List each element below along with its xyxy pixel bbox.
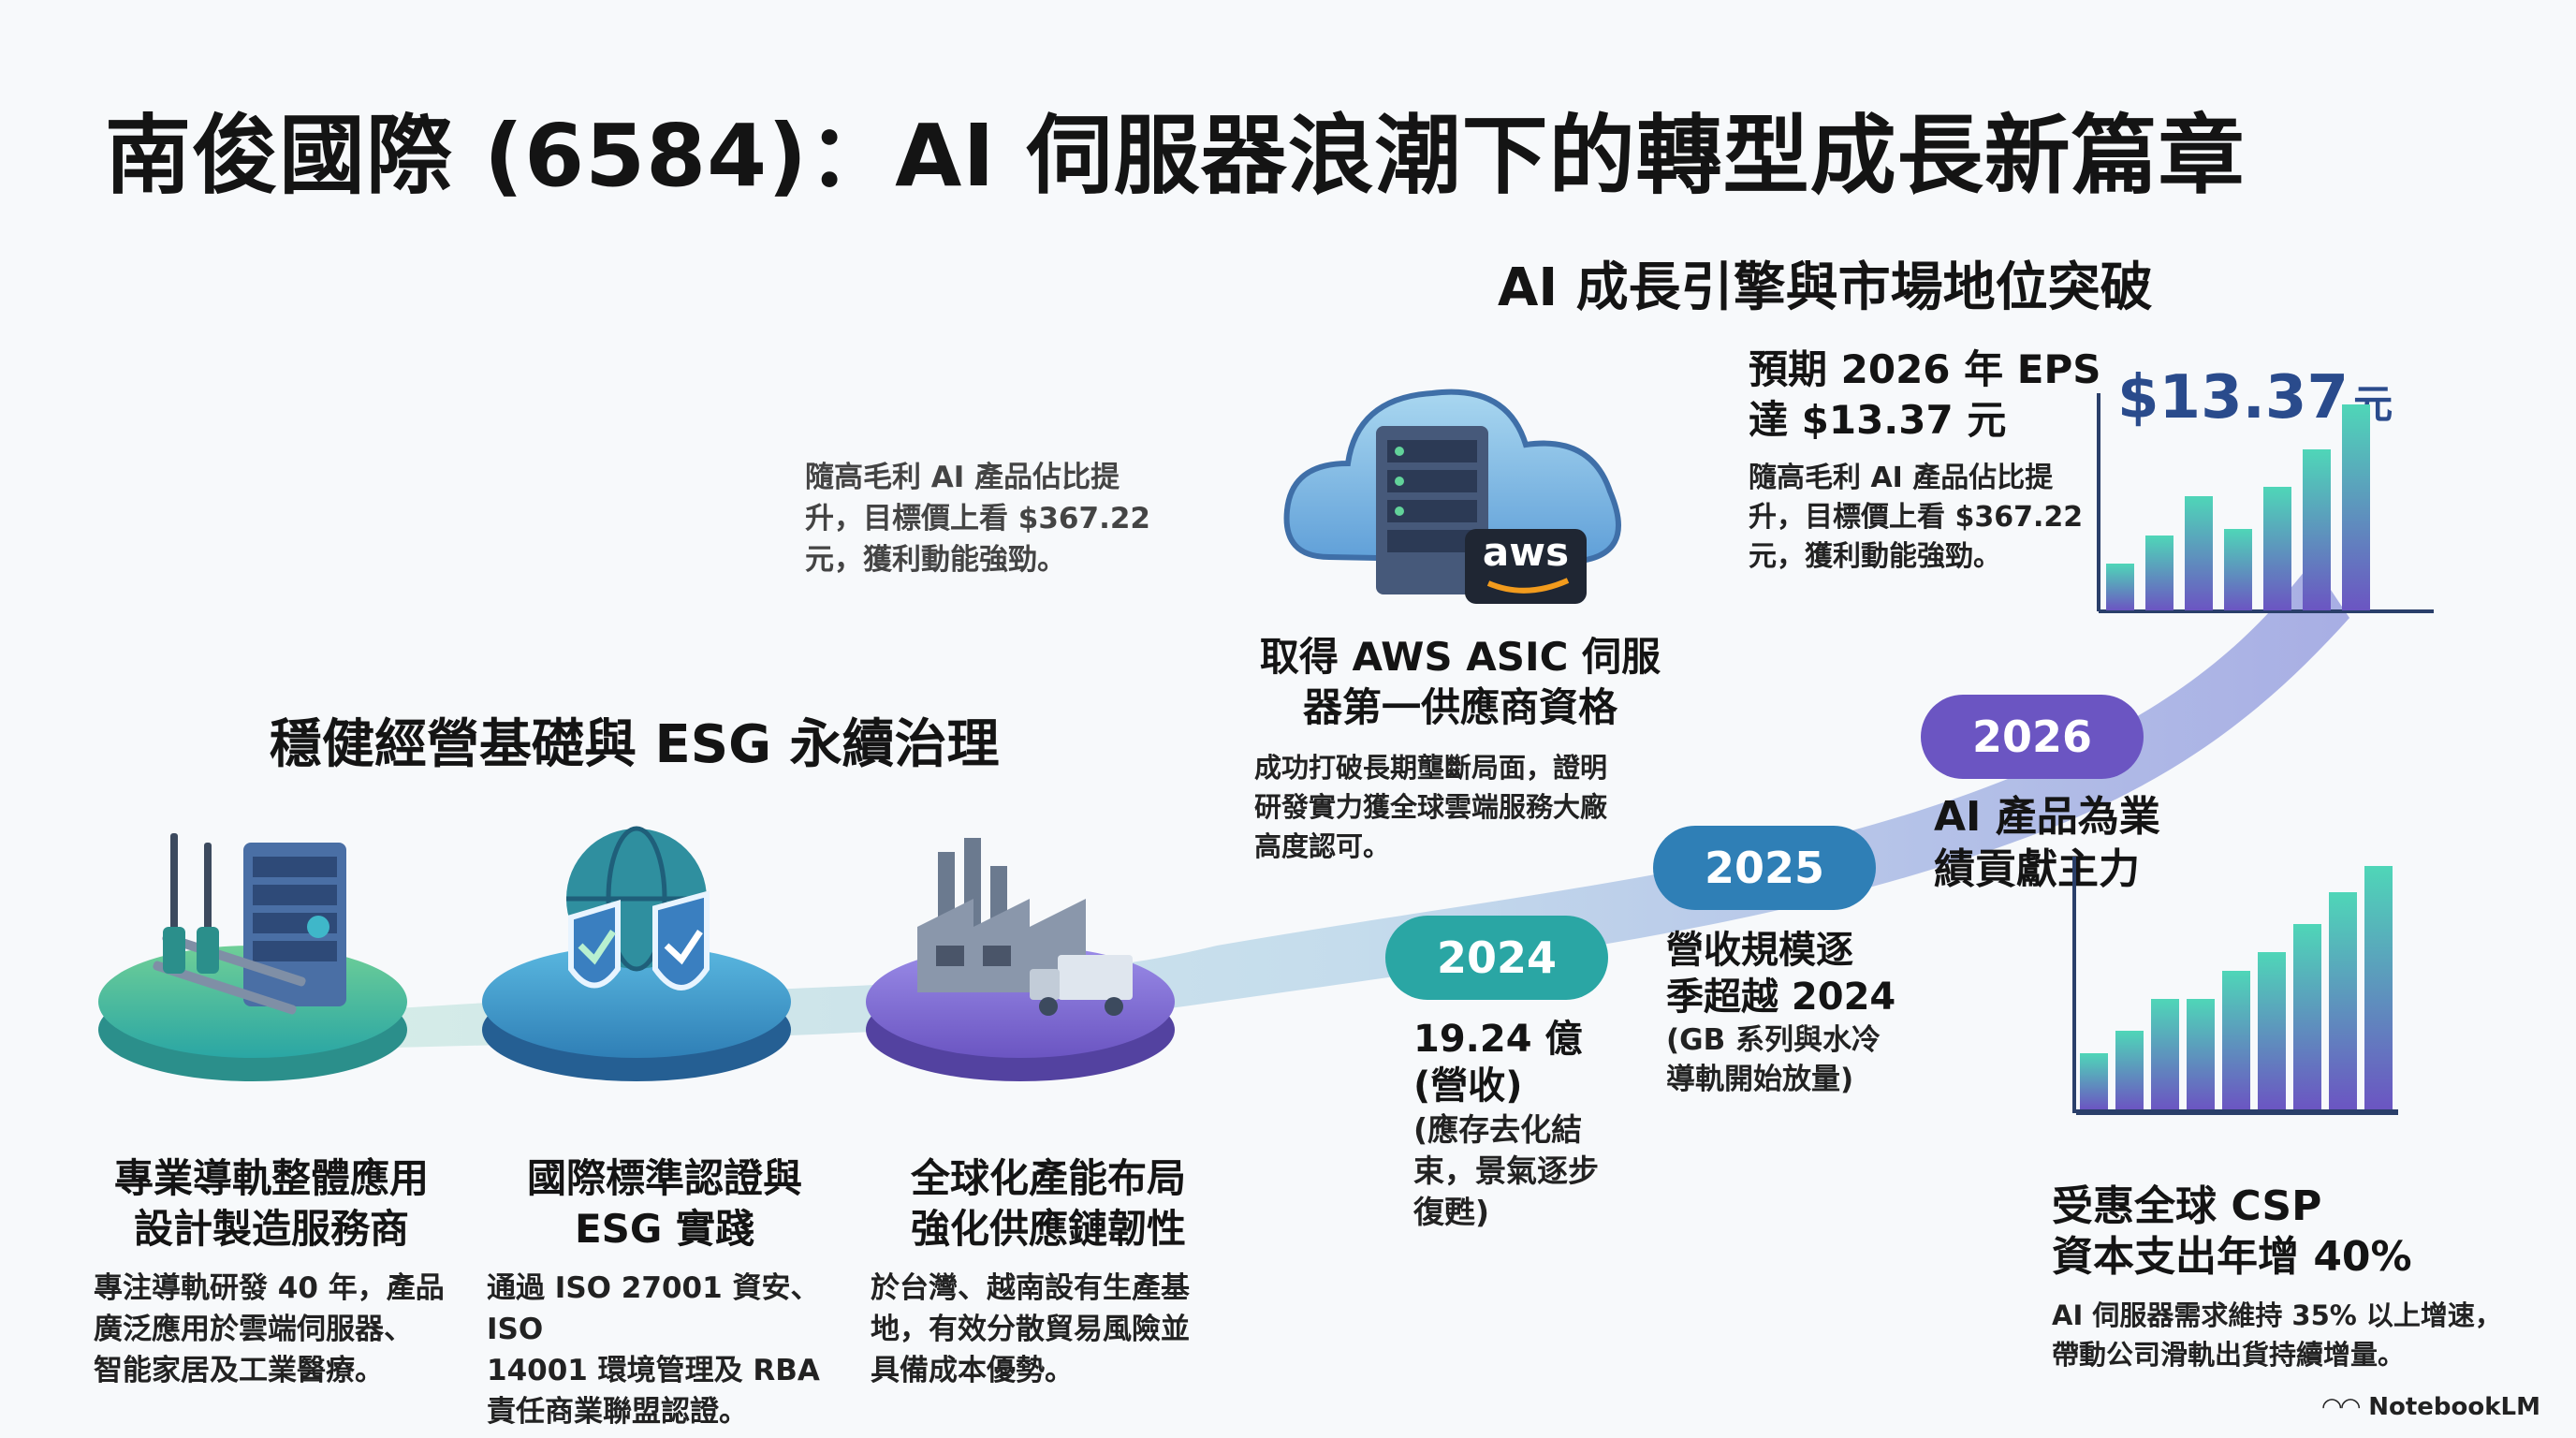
aws-badge: aws: [1482, 529, 1570, 575]
csp-bar: [2151, 999, 2179, 1109]
csp-bar: [2072, 1111, 2078, 1113]
csp-bar: [2072, 857, 2076, 1111]
brand-watermark: ◠◠ NotebookLM: [2322, 1393, 2540, 1421]
year-badge-2026: 2026: [1921, 695, 2144, 779]
eps-bar: [2263, 487, 2291, 610]
year-badge-2024: 2024: [1385, 916, 1608, 1000]
timeline-2026-text: AI 產品為業 績貢獻主力: [1934, 793, 2160, 893]
aws-supplier-block: 取得 AWS ASIC 伺服 器第一供應商資格 成功打破長期壟斷局面，證明 研發…: [1254, 634, 1661, 862]
eps-bar: [2303, 449, 2331, 610]
csp-bar: [2222, 971, 2250, 1109]
csp-capex-block: 受惠全球 CSP 資本支出年增 40% AI 伺服器需求維持 35% 以上增速，…: [2052, 1182, 2502, 1371]
eps-bar-chart: [2097, 393, 2434, 613]
timeline-2024-text: 19.24 億 (營收) (應存去化結 束，景氣逐步 復甦): [1413, 1018, 1599, 1230]
eps-bar: [2145, 536, 2174, 610]
eps-forecast-block: 預期 2026 年 EPS 達 $13.37 元 隨高毛利 AI 產品佔比提 升…: [1749, 346, 2101, 573]
csp-bar: [2364, 866, 2393, 1109]
csp-bar: [2080, 1053, 2108, 1109]
card-rail-service: 專業導軌整體應用 設計製造服務商 專注導軌研發 40 年，產品 廣泛應用於雲端伺…: [94, 1155, 445, 1387]
csp-bar: [2329, 892, 2357, 1109]
csp-bar: [2258, 952, 2286, 1109]
csp-growth-bars: [2072, 857, 2398, 1113]
foundation-section-title: 穩健經營基礎與 ESG 永續治理: [270, 714, 1000, 775]
rail-server-icon: [98, 833, 407, 1081]
factory-truck-icon: [866, 838, 1175, 1081]
csp-bar: [2115, 1031, 2144, 1109]
eps-bar: [2224, 529, 2252, 610]
card-esg: 國際標準認證與 ESG 實踐 通過 ISO 27001 資安、ISO 14001…: [487, 1155, 820, 1429]
eps-bar: [2185, 496, 2213, 610]
csp-bar: [2076, 1109, 2398, 1113]
notebooklm-logo-icon: ◠◠: [2322, 1393, 2369, 1421]
ai-section-title: AI 成長引擎與市場地位突破: [1498, 257, 2153, 318]
eps-bar: [2342, 404, 2370, 610]
csp-bar: [2293, 924, 2321, 1109]
globe-shield-icon: [482, 826, 791, 1081]
eps-value-label: $13.37 元: [2117, 363, 2393, 433]
eps-bar: [2106, 564, 2134, 610]
timeline-2025-text: 營收規模逐 季超越 2024 (GB 系列與水冷 導軌開始放量): [1666, 929, 1896, 1096]
cloud-server-icon: [1283, 389, 1621, 604]
card-global-capacity: 全球化產能布局 強化供應鏈韌性 於台灣、越南設有生產基 地，有效分散貿易風險並 …: [871, 1155, 1190, 1387]
floating-note: 隨高毛利 AI 產品佔比提 升，目標價上看 $367.22 元，獲利動能強勁。: [805, 461, 1150, 577]
page-title: 南俊國際 (6584)：AI 伺服器浪潮下的轉型成長新篇章: [105, 106, 2246, 206]
year-badge-2025: 2025: [1653, 826, 1876, 910]
csp-bar: [2187, 999, 2215, 1109]
